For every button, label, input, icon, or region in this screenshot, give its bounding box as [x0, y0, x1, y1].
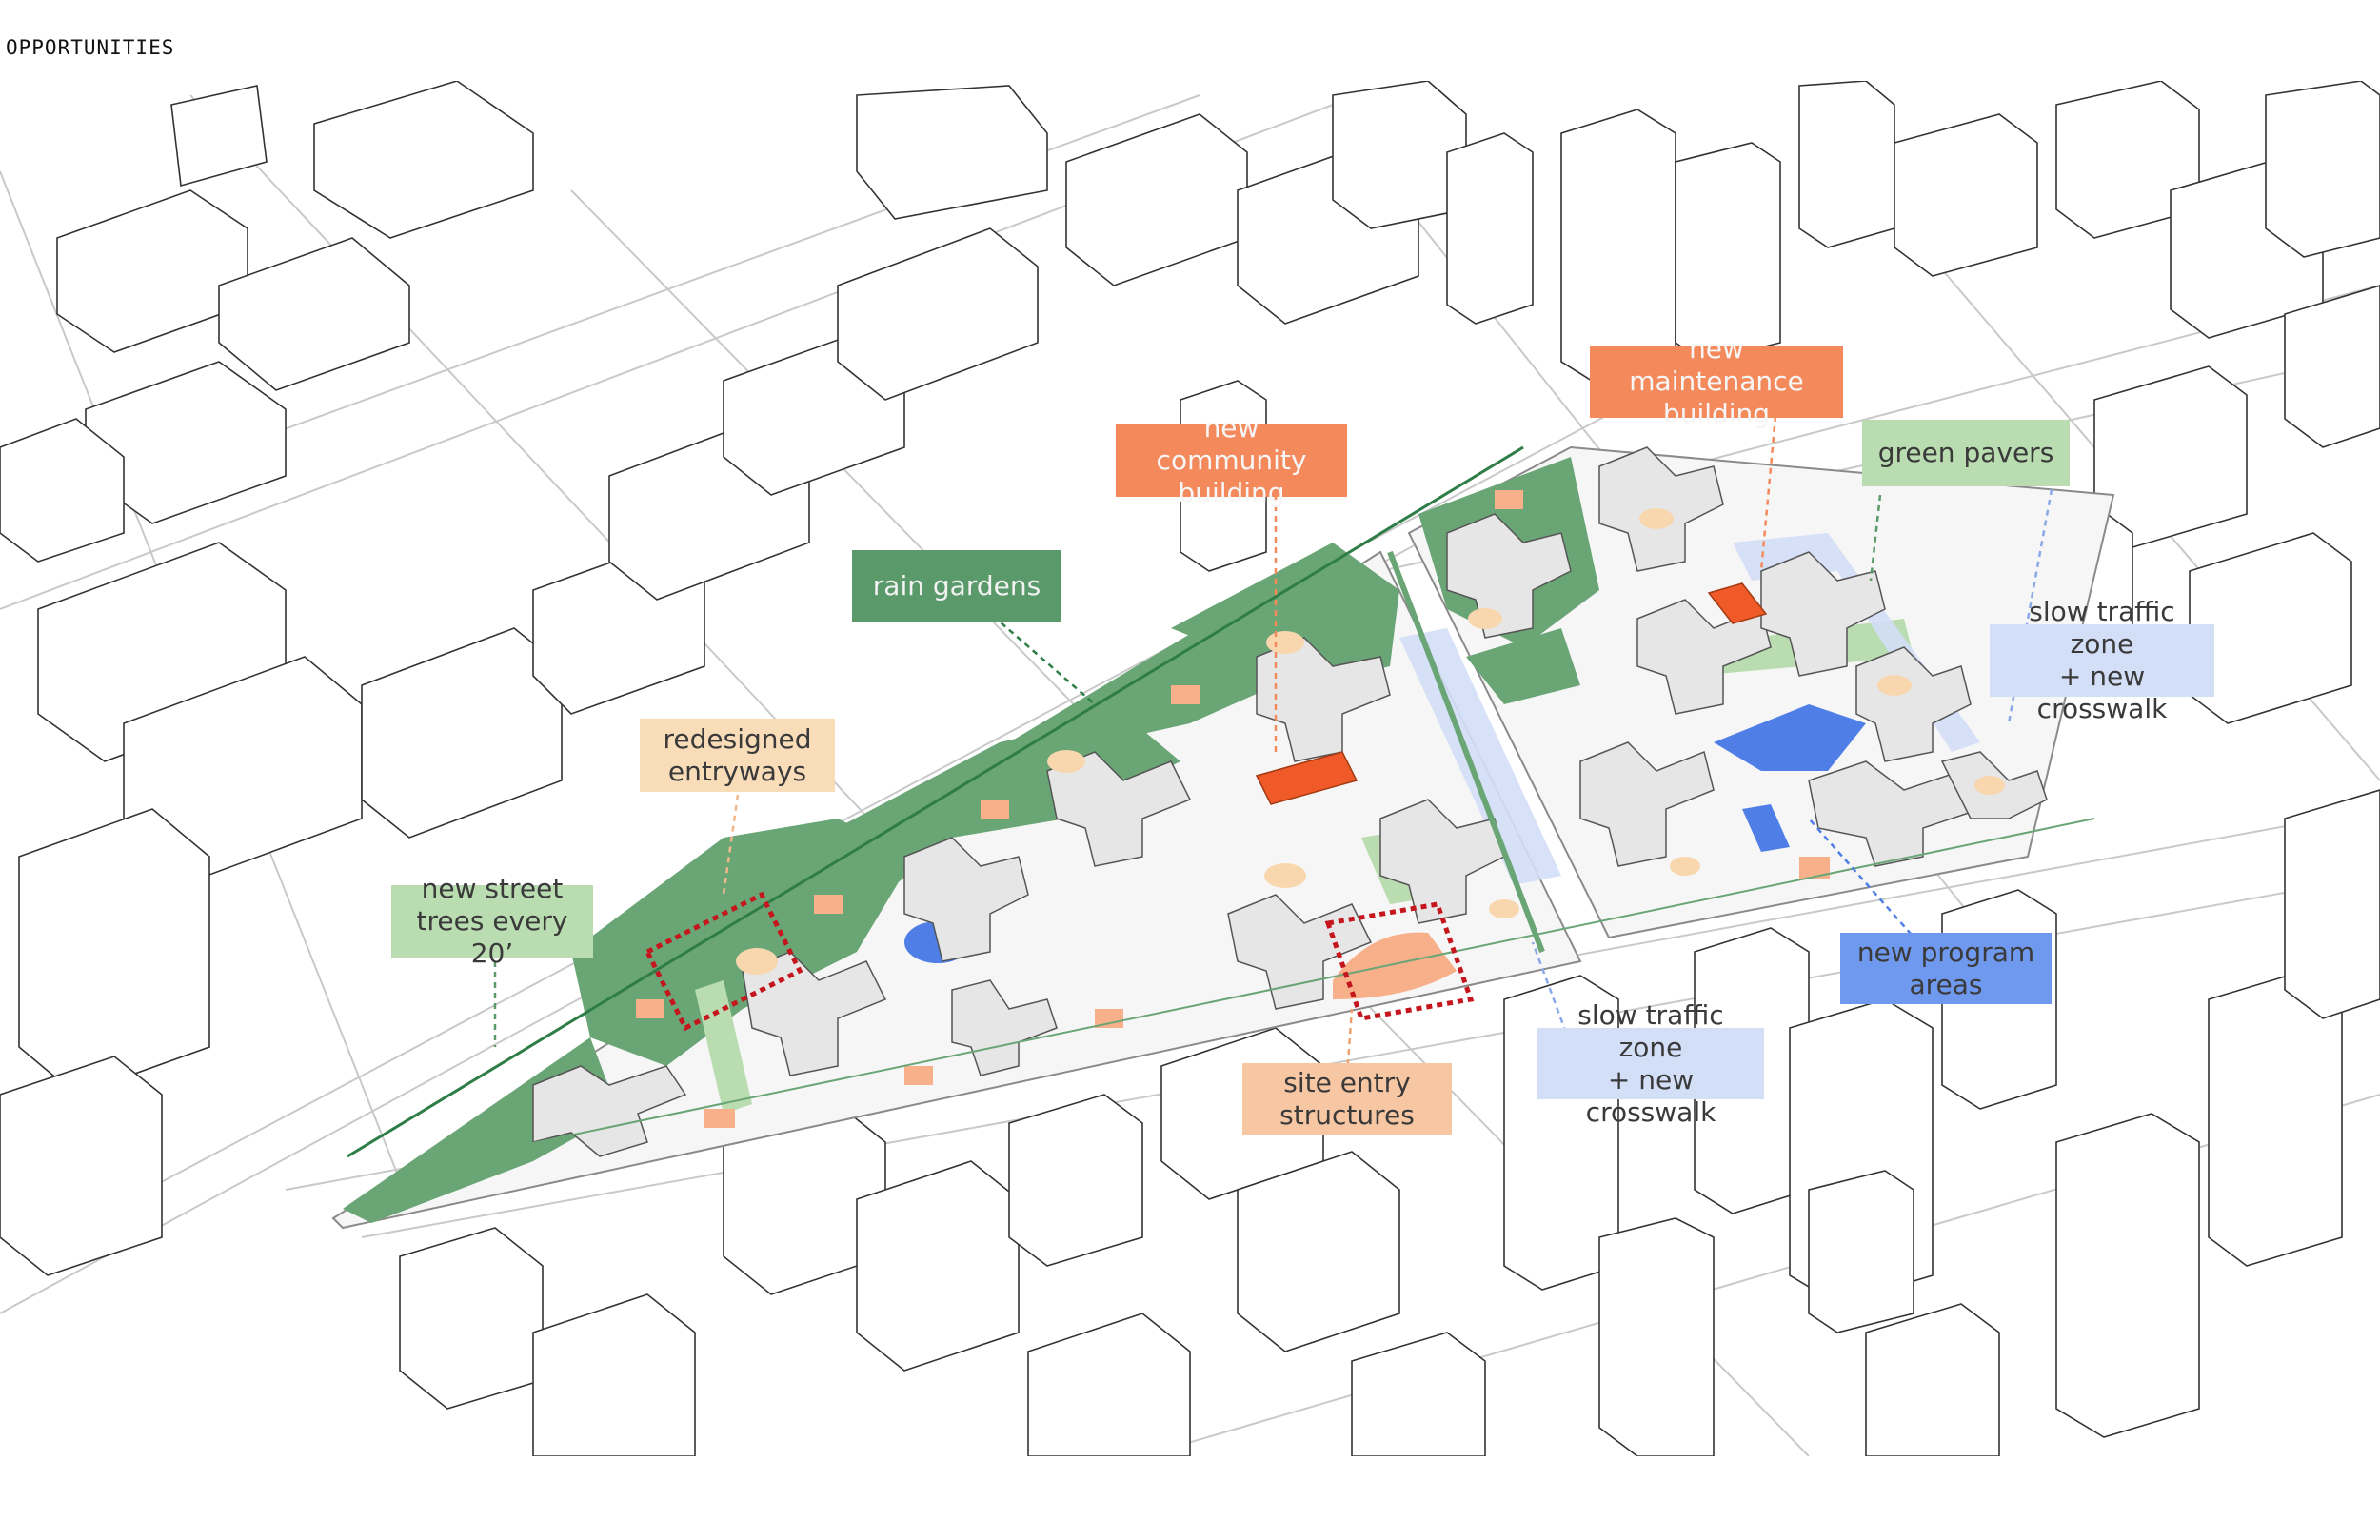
label-new-street-trees: new street trees every 20’: [391, 873, 593, 969]
label-new-program-areas: new program areas: [1840, 933, 2052, 1004]
label-slow-traffic-zone-east: slow traffic zone + new crosswalk: [1990, 596, 2214, 724]
label-site-entry-structures: site entry structures: [1242, 1063, 1452, 1135]
site-axonometric-map: [0, 81, 2380, 1456]
page-title: OPPORTUNITIES: [6, 36, 175, 59]
label-redesigned-entryways: redesigned entryways: [640, 719, 835, 792]
cruciform-housing: [532, 446, 2048, 1157]
label-rain-gardens: rain gardens: [852, 550, 1061, 622]
redesigned-entryway-markers: [644, 891, 1475, 1032]
new-community-building: [1255, 751, 1359, 805]
label-new-community-building: new community building: [1116, 412, 1347, 508]
context-buildings: [0, 81, 2380, 1456]
label-new-maintenance-building: new maintenance building: [1590, 333, 1843, 429]
label-slow-traffic-zone-south: slow traffic zone + new crosswalk: [1537, 999, 1764, 1128]
new-maintenance-building: [1707, 582, 1768, 624]
street-trees: [347, 445, 2095, 1172]
entry-canopies: [736, 508, 2005, 975]
site-entry-structures: [636, 490, 1830, 1128]
label-green-pavers: green pavers: [1862, 420, 2070, 486]
